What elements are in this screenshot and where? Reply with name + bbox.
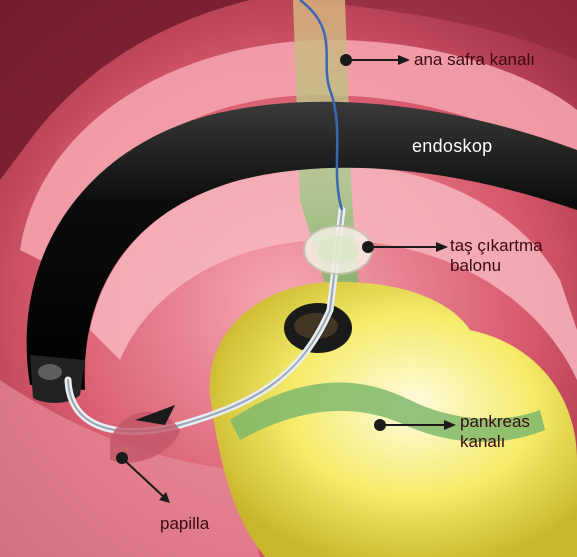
label-pancreatic-line2: kanalı — [460, 432, 530, 452]
label-balloon: taş çıkartma balonu — [450, 236, 543, 275]
label-papilla: papilla — [160, 514, 209, 534]
endoscope-tip — [30, 355, 85, 403]
label-pancreatic-duct: pankreas kanalı — [460, 412, 530, 451]
label-balloon-line1: taş çıkartma — [450, 236, 543, 256]
label-pancreatic-line1: pankreas — [460, 412, 530, 432]
label-endoscope: endoskop — [412, 136, 492, 157]
label-balloon-line2: balonu — [450, 256, 543, 276]
label-bile-duct: ana safra kanalı — [414, 50, 535, 70]
